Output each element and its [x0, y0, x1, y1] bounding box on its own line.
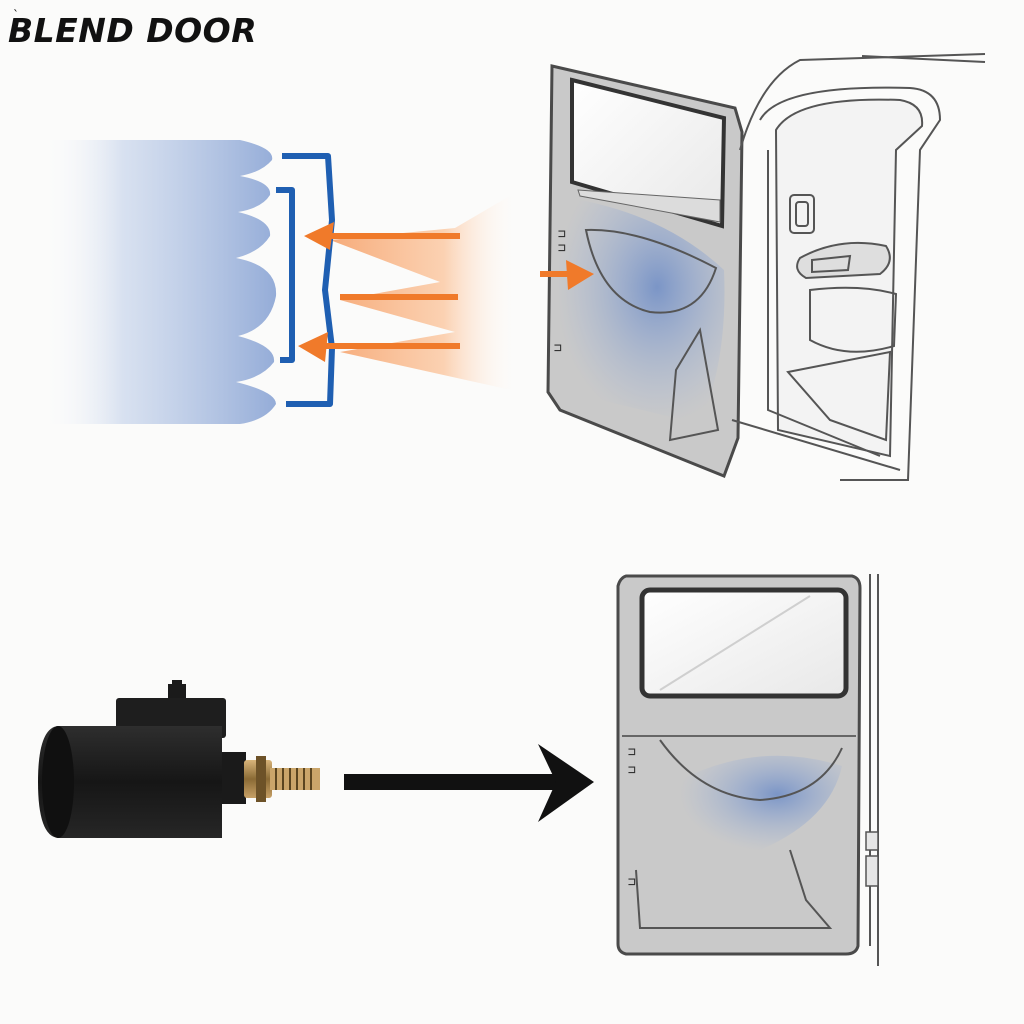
car-body-frame — [731, 53, 986, 481]
threaded-shaft — [270, 768, 320, 790]
svg-text:⊐: ⊐ — [628, 875, 636, 890]
svg-text:⊐: ⊐ — [558, 227, 566, 242]
door-heat-arrow-icon — [566, 260, 594, 290]
page-title: BLEND DOOR — [8, 11, 258, 50]
svg-text:⊐: ⊐ — [628, 745, 636, 760]
airflow-cloud — [40, 140, 277, 424]
car-door-open: ⊐ ⊐ ⊐ — [540, 64, 744, 478]
right-arrow-icon — [344, 744, 594, 822]
title-accent-mark: ` — [13, 8, 19, 22]
svg-text:⊐: ⊐ — [558, 241, 566, 256]
car-door-closed: ⊐ ⊐ ⊐ — [616, 574, 879, 966]
svg-text:⊐: ⊐ — [554, 341, 562, 356]
blend-door-actuator-icon — [38, 680, 320, 838]
orange-heat-flow — [330, 190, 520, 392]
heat-arrows — [298, 222, 460, 362]
svg-text:⊐: ⊐ — [628, 763, 636, 778]
blend-door-bracket — [276, 153, 335, 407]
